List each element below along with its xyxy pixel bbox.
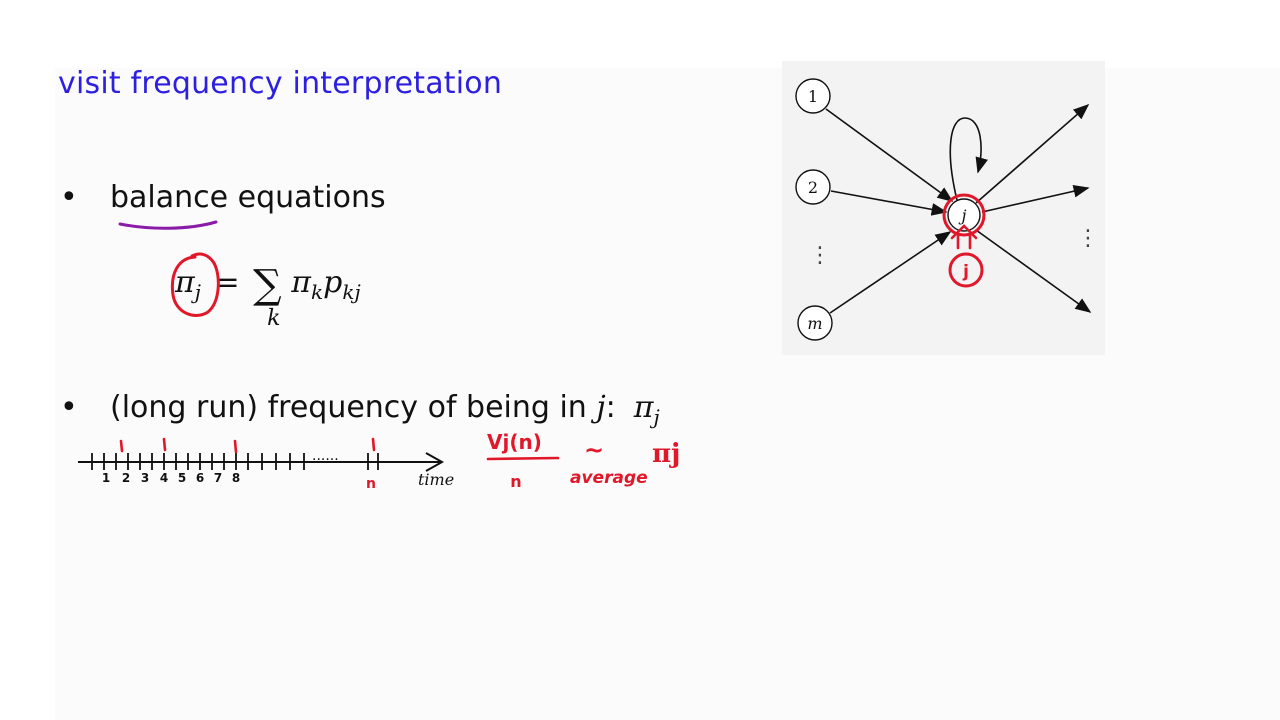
eq-rhs-pi: π [291, 265, 311, 300]
node-2-label: 2 [808, 178, 818, 197]
svg-text:2: 2 [122, 471, 130, 485]
timeline-dots: ...... [312, 448, 339, 464]
timeline-axis-label: time [418, 470, 454, 489]
red-self-loop-circle [948, 252, 984, 288]
bullet2-var: j [596, 390, 606, 425]
svg-text:3: 3 [141, 471, 149, 485]
eq-sum: ∑k [253, 262, 282, 331]
svg-text:8: 8 [232, 471, 240, 485]
ratio-denominator: n [510, 472, 521, 491]
purple-underline [118, 220, 218, 230]
average-note: average [570, 468, 648, 488]
edge-self-loop [949, 117, 988, 201]
edge-j-out-3 [975, 229, 1092, 313]
red-circle-node-j [942, 193, 986, 237]
svg-text:5: 5 [178, 471, 186, 485]
ratio-bar [486, 456, 560, 461]
svg-text:6: 6 [196, 471, 204, 485]
timeline-ticks [91, 453, 379, 470]
eq-p-sub: kj [342, 280, 361, 304]
red-self-loop-label: j [962, 262, 969, 282]
node-2 [795, 169, 831, 205]
node-m-label: m [807, 314, 822, 333]
bullet2-colon: : [605, 390, 616, 425]
bullet-frequency: • (long run) frequency of being in j: πj [60, 390, 660, 429]
ratio-numerator: Vj(n) [487, 430, 542, 454]
eq-rhs-sub: k [310, 280, 324, 304]
pi-j-note: πj [652, 439, 680, 469]
bullet-dot: • [60, 390, 78, 425]
bullet2-text: (long run) frequency of being in [110, 390, 597, 425]
node-m [797, 305, 833, 341]
edge-2-to-j [830, 190, 948, 216]
node-1 [795, 78, 831, 114]
edge-m-to-j [829, 231, 952, 314]
bullet2-pi-sub: j [653, 405, 660, 429]
timeline-arrow [425, 452, 445, 472]
edge-1-to-j [825, 108, 954, 202]
bullet-balance-equations: • balance equations [60, 180, 386, 215]
vdots-right: ⋮ [1077, 226, 1099, 251]
vdots-left: ⋮ [809, 243, 831, 268]
edge-j-out-1 [975, 103, 1090, 204]
approx-sign: ~ [584, 436, 604, 464]
eq-sum-sub: k [267, 306, 281, 331]
red-circle-pi-j [170, 252, 220, 317]
svg-text:4: 4 [160, 471, 168, 485]
node-j [947, 198, 981, 232]
timeline-tick-labels: 1 2 3 4 5 6 7 8 [102, 471, 240, 485]
eq-p: p [323, 265, 343, 300]
slide-title: visit frequency interpretation [58, 66, 503, 101]
bullet2-pi: π [633, 390, 654, 425]
node-1-label: 1 [808, 87, 818, 106]
bullet-text: balance equations [110, 180, 386, 215]
node-j-label: j [959, 206, 967, 225]
timeline-end-mark: n [366, 476, 376, 492]
svg-text:1: 1 [102, 471, 110, 485]
red-arrow-up [950, 224, 978, 250]
eq-lhs-pi: π [175, 265, 195, 300]
edge-j-out-2 [981, 184, 1090, 213]
eq-lhs-sub: j [194, 280, 201, 304]
timeline-visit-marks [119, 437, 376, 454]
bullet-dot: • [60, 180, 78, 215]
svg-text:7: 7 [214, 471, 222, 485]
